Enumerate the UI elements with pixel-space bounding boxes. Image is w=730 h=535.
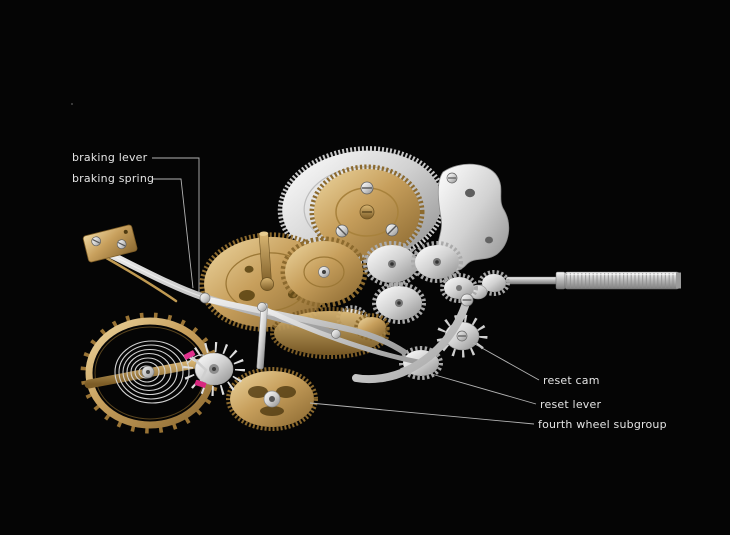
label-braking-lever: braking lever [72,151,148,164]
dust-speck [71,103,73,105]
pallet-fork [183,350,208,388]
leader-braking-spring [152,178,194,289]
label-braking-spring: braking spring [72,172,155,185]
winding-stem [505,271,681,290]
leader-braking-lever [152,157,200,293]
silver-gear [440,273,478,303]
pallet-jewel [194,379,207,388]
middle-lever [202,296,407,355]
label-reset-cam: reset cam [543,374,600,387]
screw [385,223,399,237]
leader-reset-cam [472,342,540,381]
chronograph-wheel-gold [309,164,425,260]
screw [335,224,349,238]
label-fourth-wheel-subgroup: fourth wheel subgroup [538,418,667,431]
pallet-jewel [183,350,196,360]
fourth-wheel [226,367,318,431]
reset-linkage [259,305,421,365]
sliding-pinion [468,270,510,300]
label-reset-lever: reset lever [540,398,602,411]
chronograph-bridge [436,163,510,272]
silver-gear [411,241,463,283]
leader-lines [152,157,540,425]
brake-plate [82,224,138,263]
screw [360,181,374,195]
braking-spring [101,254,178,303]
escape-wheel [183,342,245,396]
reset-lever [352,296,471,384]
leader-reset-lever [427,372,537,405]
leader-fourth-wheel [309,402,535,425]
silver-gear [372,282,426,324]
